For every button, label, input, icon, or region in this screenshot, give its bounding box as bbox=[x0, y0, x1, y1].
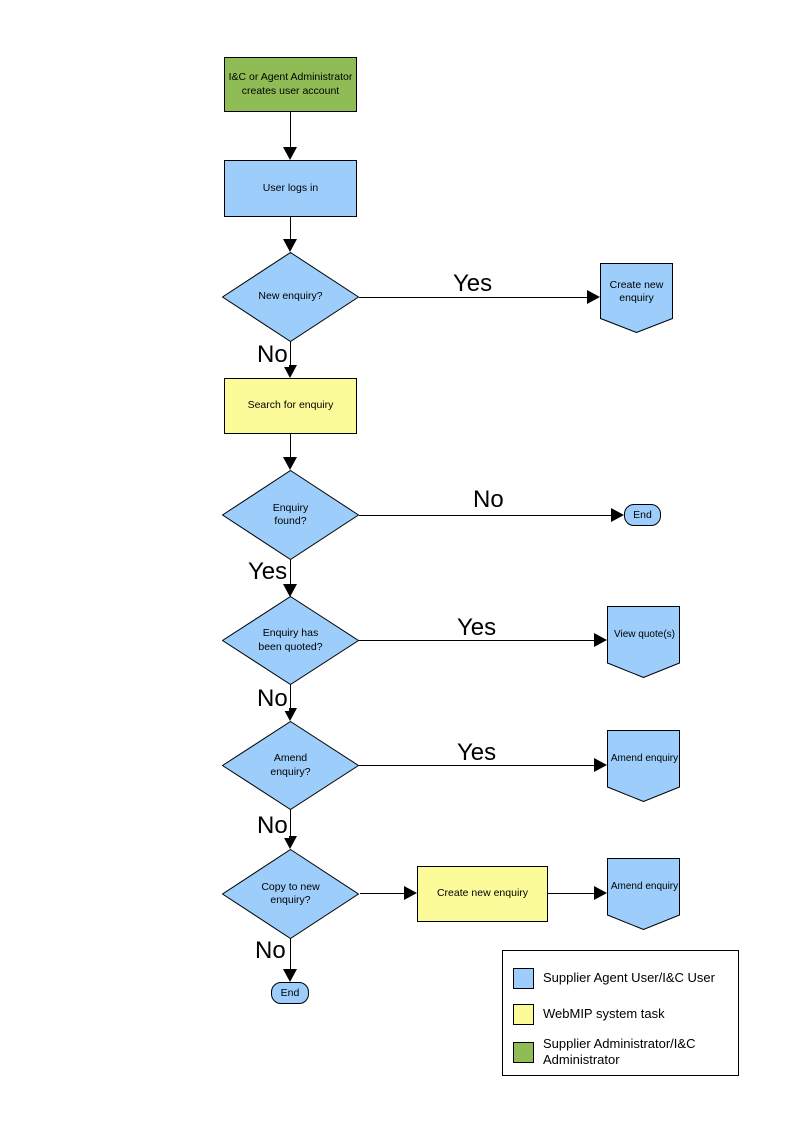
pentagon-shape bbox=[607, 730, 680, 802]
edge-label-no: No bbox=[254, 937, 287, 964]
node-search-for-enquiry: Search for enquiry bbox=[224, 378, 357, 434]
node-amend-enquiry-offpage-2: Amend enquiry bbox=[607, 858, 680, 930]
pentagon-shape bbox=[607, 858, 680, 930]
node-view-quotes-offpage: View quote(s) bbox=[607, 606, 680, 678]
legend-label: Supplier Administrator/I&C Administrator bbox=[543, 1036, 696, 1068]
node-amend-enquiry-offpage-1: Amend enquiry bbox=[607, 730, 680, 802]
edge-label-yes: Yes bbox=[452, 270, 494, 297]
connector-line bbox=[290, 112, 291, 147]
node-label: Copy to new enquiry? bbox=[261, 880, 320, 906]
node-end-terminator-1: End bbox=[624, 504, 661, 526]
arrowhead-down-icon bbox=[283, 239, 297, 252]
node-user-logs-in: User logs in bbox=[224, 160, 357, 217]
connector-line bbox=[290, 217, 291, 239]
node-label: View quote(s) bbox=[614, 628, 675, 640]
diamond-shape bbox=[222, 596, 359, 685]
arrowhead-down-icon bbox=[283, 147, 297, 160]
legend-label: WebMIP system task bbox=[543, 1006, 665, 1022]
connector-line bbox=[359, 765, 594, 766]
arrowhead-down-icon bbox=[283, 457, 297, 470]
node-admin-creates-account: I&C or Agent Administrator creates user … bbox=[224, 57, 357, 112]
node-label: Search for enquiry bbox=[247, 399, 334, 412]
arrowhead-right-icon bbox=[611, 508, 624, 522]
arrowhead-down-icon bbox=[283, 584, 297, 597]
arrowhead-right-icon bbox=[594, 633, 607, 647]
diamond-shape bbox=[222, 470, 359, 560]
node-end-terminator-2: End bbox=[271, 982, 309, 1004]
node-label: Enquiry found? bbox=[272, 501, 309, 527]
green-swatch-icon bbox=[513, 1041, 534, 1063]
legend-box: Supplier Agent User/I&C User WebMIP syst… bbox=[502, 950, 739, 1076]
connector-line bbox=[290, 810, 291, 836]
node-label: Create new enquiry bbox=[609, 278, 664, 304]
node-label: New enquiry? bbox=[258, 290, 323, 303]
edge-label-no: No bbox=[472, 486, 505, 513]
node-copy-to-new-decision: Copy to new enquiry? bbox=[222, 849, 359, 939]
connector-line bbox=[359, 640, 594, 641]
node-create-new-enquiry-offpage: Create new enquiry bbox=[600, 263, 673, 333]
arrowhead-right-icon bbox=[594, 886, 607, 900]
arrowhead-right-icon bbox=[594, 758, 607, 772]
diamond-shape bbox=[222, 849, 359, 939]
node-label: User logs in bbox=[262, 181, 319, 194]
node-label: End bbox=[633, 509, 652, 521]
arrowhead-right-icon bbox=[404, 886, 417, 900]
node-enquiry-quoted-decision: Enquiry has been quoted? bbox=[222, 596, 359, 685]
node-label: Create new enquiry bbox=[436, 887, 529, 900]
node-enquiry-found-decision: Enquiry found? bbox=[222, 470, 359, 560]
node-label: Enquiry has been quoted? bbox=[258, 627, 323, 653]
edge-label-no: No bbox=[256, 685, 289, 712]
connector-line bbox=[359, 515, 611, 516]
edge-label-no: No bbox=[256, 812, 289, 839]
connector-line bbox=[290, 560, 291, 584]
pentagon-shape bbox=[607, 606, 680, 678]
yellow-swatch-icon bbox=[513, 1004, 534, 1025]
node-label: Amend enquiry bbox=[610, 752, 679, 764]
arrowhead-down-icon bbox=[283, 365, 297, 378]
arrowhead-down-icon bbox=[283, 969, 297, 982]
edge-label-no: No bbox=[256, 341, 289, 368]
connector-line bbox=[290, 685, 291, 708]
legend-item-supplier-administrator: Supplier Administrator/I&C Administrator bbox=[513, 1036, 729, 1069]
edge-label-yes: Yes bbox=[456, 739, 498, 766]
node-amend-enquiry-decision: Amend enquiry? bbox=[222, 721, 359, 810]
connector-line bbox=[360, 893, 404, 894]
legend-label: Supplier Agent User/I&C User bbox=[543, 970, 715, 986]
diamond-shape bbox=[222, 252, 359, 342]
connector-line bbox=[290, 342, 291, 365]
node-label: Amend enquiry bbox=[610, 880, 679, 892]
legend-item-supplier-agent-user: Supplier Agent User/I&C User bbox=[513, 968, 729, 989]
edge-label-yes: Yes bbox=[456, 614, 498, 641]
arrowhead-right-icon bbox=[587, 290, 600, 304]
diamond-shape bbox=[222, 721, 359, 810]
connector-line bbox=[290, 434, 291, 457]
arrowhead-down-icon bbox=[283, 836, 297, 849]
pentagon-shape bbox=[600, 263, 673, 333]
arrowhead-down-icon bbox=[283, 708, 297, 721]
connector-line bbox=[548, 893, 594, 894]
connector-line bbox=[359, 297, 587, 298]
node-label: Amend enquiry? bbox=[270, 752, 311, 778]
legend-item-webmip-task: WebMIP system task bbox=[513, 1004, 729, 1025]
node-label: End bbox=[280, 987, 300, 999]
node-new-enquiry-decision: New enquiry? bbox=[222, 252, 359, 342]
connector-line bbox=[290, 939, 291, 969]
edge-label-yes: Yes bbox=[247, 558, 289, 585]
node-label: I&C or Agent Administrator creates user … bbox=[228, 71, 353, 97]
node-create-new-enquiry-task: Create new enquiry bbox=[417, 866, 548, 922]
blue-swatch-icon bbox=[513, 968, 534, 989]
